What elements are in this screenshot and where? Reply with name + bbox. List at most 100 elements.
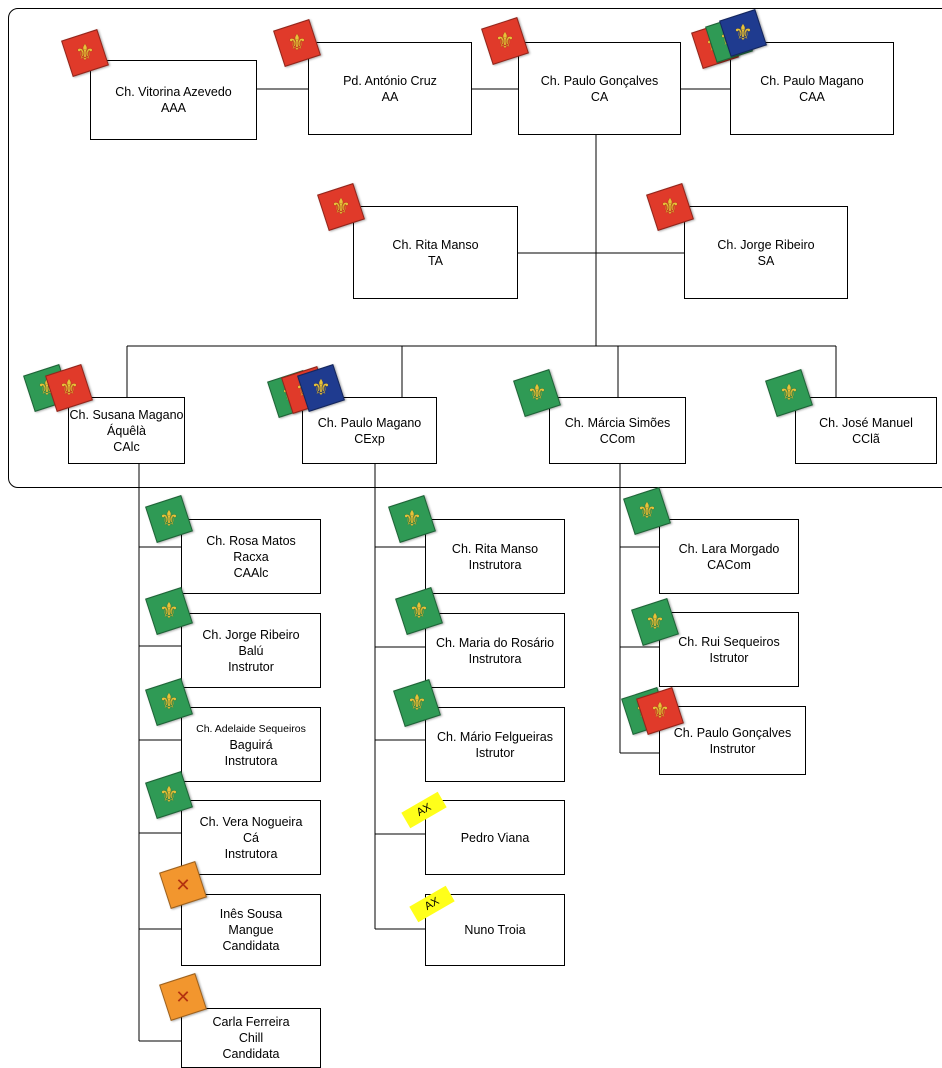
member-role: Instrutora <box>224 753 278 768</box>
green-scarf-badge-icon <box>145 495 193 543</box>
node-name: Ch. Vitorina Azevedo <box>115 85 232 99</box>
expedicao-member: Ch. Mário Felgueiras Istrutor <box>425 707 565 782</box>
member-name: Ch. Vera Nogueira <box>199 814 303 829</box>
member-name: Ch. Jorge Ribeiro <box>202 627 300 642</box>
member-totem: Mangue <box>228 923 274 937</box>
member-name: Ch. Rui Sequeiros <box>678 634 780 649</box>
member-totem: Racxa <box>233 549 269 564</box>
member-role: Instrutora <box>468 557 522 572</box>
alcateia-member: Inês Sousa Mangue Candidata <box>181 894 321 966</box>
node-name: Ch. Paulo Magano <box>760 73 864 88</box>
green-scarf-badge-icon <box>623 487 671 535</box>
red-scarf-badge-icon <box>646 183 694 231</box>
node-name: Ch. Paulo Magano <box>317 415 422 430</box>
node-name: Ch. Márcia Simões <box>564 415 671 430</box>
node-ccom: Ch. Márcia Simões CCom <box>549 397 686 464</box>
alcateia-member: Ch. Jorge Ribeiro Balú Instrutor <box>181 613 321 688</box>
member-role: Istrutor <box>475 745 515 760</box>
node-role: CA <box>590 89 609 104</box>
member-role: Candidata <box>222 939 280 953</box>
node-calc: Ch. Susana Magano Áquêlà CAlc <box>68 397 185 464</box>
comunidade-member: Ch. Rui Sequeiros Istrutor <box>659 612 799 687</box>
node-name: Ch. José Manuel <box>819 415 913 430</box>
blue-scarf-badge-icon <box>719 9 767 57</box>
node-role: AA <box>381 89 399 104</box>
member-name: Ch. Paulo Gonçalves <box>673 725 792 740</box>
red-scarf-badge-icon <box>481 17 529 65</box>
member-name: Nuno Troia <box>464 923 526 937</box>
comunidade-member: Ch. Lara Morgado CACom <box>659 519 799 594</box>
node-aaa: Ch. Vitorina Azevedo AAA <box>90 60 257 140</box>
node-name: Ch. Susana Magano <box>69 407 184 422</box>
green-scarf-badge-icon <box>388 495 436 543</box>
alcateia-member: Ch. Rosa Matos Racxa CAAlc <box>181 519 321 594</box>
alcateia-member: Ch. Vera Nogueira Cá Instrutora <box>181 800 321 875</box>
node-role: CExp <box>354 431 385 446</box>
node-role: AAA <box>160 101 186 115</box>
member-name: Ch. Mário Felgueiras <box>436 729 553 744</box>
node-role: CClã <box>852 431 880 446</box>
node-name: Pd. António Cruz <box>343 73 437 88</box>
red-scarf-badge-icon <box>61 29 109 77</box>
node-name: Ch. Jorge Ribeiro <box>717 237 815 252</box>
node-role: CAA <box>799 89 825 104</box>
green-scarf-badge-icon <box>513 369 561 417</box>
member-role: Instrutor <box>228 659 274 674</box>
orange-scarf-badge-icon <box>159 861 207 909</box>
blue-scarf-badge-icon <box>297 364 345 412</box>
red-scarf-badge-icon <box>45 364 93 412</box>
member-totem: Baguirá <box>229 737 273 752</box>
alcateia-member: Ch. Adelaide Sequeiros Baguirá Instrutor… <box>181 707 321 782</box>
member-role: CACom <box>707 557 751 572</box>
node-role: CAlc <box>113 439 140 454</box>
green-scarf-badge-icon <box>145 678 193 726</box>
member-totem: Cá <box>243 830 259 845</box>
leadership-group-frame <box>8 8 942 488</box>
green-scarf-badge-icon <box>393 679 441 727</box>
expedicao-member: Ch. Maria do Rosário Instrutora <box>425 613 565 688</box>
node-sa: Ch. Jorge Ribeiro SA <box>684 206 848 299</box>
red-scarf-badge-icon <box>317 183 365 231</box>
green-scarf-badge-icon <box>765 369 813 417</box>
member-role: Istrutor <box>709 650 749 665</box>
node-role: SA <box>757 253 775 268</box>
member-role: Candidata <box>222 1047 280 1061</box>
node-aa: Pd. António Cruz AA <box>308 42 472 135</box>
orange-scarf-badge-icon <box>159 973 207 1021</box>
member-name: Ch. Rosa Matos <box>206 533 296 548</box>
member-totem: Balú <box>238 643 264 658</box>
member-name: Ch. Maria do Rosário <box>435 635 555 650</box>
member-role: Instrutor <box>709 741 756 756</box>
red-scarf-badge-icon <box>273 19 321 67</box>
node-name: Ch. Rita Manso <box>392 237 479 252</box>
member-totem: Chill <box>238 1031 264 1045</box>
node-ccla: Ch. José Manuel CClã <box>795 397 937 464</box>
expedicao-member: Nuno Troia <box>425 894 565 966</box>
node-role: TA <box>427 253 444 268</box>
node-role: CCom <box>599 431 636 446</box>
green-scarf-badge-icon <box>631 598 679 646</box>
member-name: Carla Ferreira <box>212 1015 290 1029</box>
member-role: Instrutora <box>468 651 522 666</box>
member-name: Inês Sousa <box>219 907 283 921</box>
member-name: Pedro Viana <box>460 830 530 845</box>
member-role: Instrutora <box>224 846 278 861</box>
alcateia-member: Carla Ferreira Chill Candidata <box>181 1008 321 1068</box>
green-scarf-badge-icon <box>145 587 193 635</box>
node-cexp: Ch. Paulo Magano CExp <box>302 397 437 464</box>
expedicao-member: Ch. Rita Manso Instrutora <box>425 519 565 594</box>
comunidade-member: Ch. Paulo Gonçalves Instrutor <box>659 706 806 775</box>
green-scarf-badge-icon <box>145 771 193 819</box>
node-ca: Ch. Paulo Gonçalves CA <box>518 42 681 135</box>
green-scarf-badge-icon <box>395 587 443 635</box>
member-name: Ch. Rita Manso <box>451 541 539 556</box>
member-role: CAAlc <box>233 565 269 580</box>
node-name: Ch. Paulo Gonçalves <box>540 73 659 88</box>
member-name: Ch. Lara Morgado <box>678 541 780 556</box>
member-name: Ch. Adelaide Sequeiros <box>196 722 306 735</box>
red-scarf-badge-icon <box>636 687 684 735</box>
node-ta: Ch. Rita Manso TA <box>353 206 518 299</box>
expedicao-member: Pedro Viana <box>425 800 565 875</box>
node-totem: Áquêlà <box>107 423 146 438</box>
